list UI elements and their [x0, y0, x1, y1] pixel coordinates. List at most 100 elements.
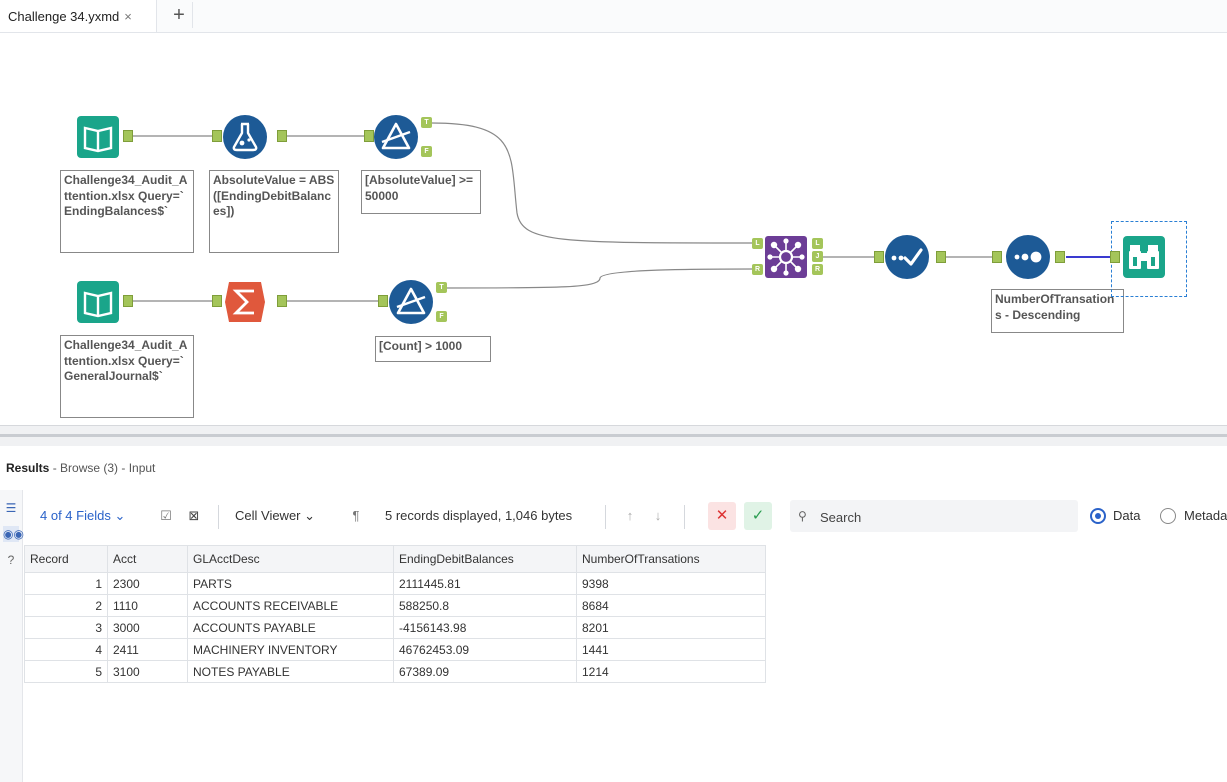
table-cell[interactable]: MACHINERY INVENTORY [187, 638, 394, 661]
tab-title: Challenge 34.yxmd [8, 8, 120, 24]
table-cell[interactable]: 2411 [107, 638, 188, 661]
column-header[interactable]: Acct [107, 545, 188, 573]
table-row[interactable]: 2 1110 ACCOUNTS RECEIVABLE 588250.8 8684 [24, 594, 766, 617]
checkbox-select-icon[interactable]: ☑ [160, 508, 172, 523]
table-cell[interactable]: 2300 [107, 572, 188, 595]
input-anchor[interactable] [378, 295, 388, 307]
filter-triangle-icon [374, 115, 418, 159]
filter-tool-2[interactable] [389, 280, 433, 324]
book-icon [77, 281, 119, 323]
table-cell[interactable]: NOTES PAYABLE [187, 660, 394, 683]
table-header-row: Record Acct GLAcctDesc EndingDebitBalanc… [24, 545, 766, 573]
radio-metadata[interactable] [1160, 508, 1176, 524]
join-left-output-anchor[interactable]: L [812, 238, 823, 249]
tab-challenge-34[interactable]: Challenge 34.yxmd × [0, 0, 157, 32]
join-right-output-anchor[interactable]: R [812, 264, 823, 275]
help-icon[interactable]: ? [7, 553, 15, 567]
sort-dots-icon [1006, 235, 1050, 279]
table-cell[interactable]: 3 [24, 616, 108, 639]
false-anchor[interactable]: F [421, 146, 432, 157]
browse-tool[interactable] [1122, 235, 1166, 279]
list-icon[interactable]: ☰ [5, 501, 17, 515]
arrow-up-icon[interactable]: ↑ [626, 508, 634, 523]
input-anchor[interactable] [212, 130, 222, 142]
input-anchor[interactable] [364, 130, 374, 142]
column-header[interactable]: GLAcctDesc [187, 545, 394, 573]
close-icon[interactable]: ✕ [708, 502, 736, 530]
input-anchor[interactable] [212, 295, 222, 307]
cell-viewer-dropdown[interactable]: Cell Viewer ⌄ [235, 508, 315, 524]
select-tool[interactable] [885, 235, 929, 279]
arrow-down-icon[interactable]: ↓ [654, 508, 662, 523]
connection-filter1-join [431, 122, 753, 244]
output-anchor[interactable] [1055, 251, 1065, 263]
connection-lines [132, 122, 1110, 302]
pane-splitter[interactable] [0, 425, 1227, 446]
input-anchor[interactable] [874, 251, 884, 263]
table-cell[interactable]: 3100 [107, 660, 188, 683]
check-icon[interactable]: ✓ [744, 502, 772, 530]
table-row[interactable]: 3 3000 ACCOUNTS PAYABLE -4156143.98 8201 [24, 616, 766, 639]
table-cell[interactable]: 1214 [576, 660, 766, 683]
table-cell[interactable]: 2 [24, 594, 108, 617]
table-cell[interactable]: ACCOUNTS RECEIVABLE [187, 594, 394, 617]
join-left-input-anchor[interactable]: L [752, 238, 763, 249]
input-anchor[interactable] [1110, 251, 1120, 263]
table-cell[interactable]: ACCOUNTS PAYABLE [187, 616, 394, 639]
radio-data[interactable] [1090, 508, 1106, 524]
output-anchor[interactable] [123, 130, 133, 142]
pilcrow-icon[interactable]: ¶ [352, 508, 360, 523]
true-anchor[interactable]: T [436, 282, 447, 293]
column-header[interactable]: EndingDebitBalances [393, 545, 577, 573]
formula-tool[interactable] [223, 115, 267, 159]
summarize-tool[interactable] [223, 280, 267, 324]
table-cell[interactable]: 2111445.81 [393, 572, 577, 595]
table-cell[interactable]: 67389.09 [393, 660, 577, 683]
table-cell[interactable]: 1110 [107, 594, 188, 617]
table-cell[interactable]: 46762453.09 [393, 638, 577, 661]
table-cell[interactable]: 3000 [107, 616, 188, 639]
table-cell[interactable]: 4 [24, 638, 108, 661]
fields-dropdown[interactable]: 4 of 4 Fields ⌄ [40, 508, 125, 524]
filter-tool-1[interactable] [374, 115, 418, 159]
input-data-tool-1[interactable] [76, 115, 120, 159]
table-row[interactable]: 4 2411 MACHINERY INVENTORY 46762453.09 1… [24, 638, 766, 661]
new-tab-button[interactable]: + [166, 2, 193, 28]
deselect-all-icon[interactable]: ⊠ [188, 508, 200, 523]
fields-label: 4 of 4 Fields [40, 508, 111, 523]
results-table: Record Acct GLAcctDesc EndingDebitBalanc… [24, 545, 766, 683]
table-cell[interactable]: 1441 [576, 638, 766, 661]
input-data-tool-2[interactable] [76, 280, 120, 324]
cell-viewer-label: Cell Viewer [235, 508, 301, 523]
column-header[interactable]: NumberOfTransations [576, 545, 766, 573]
search-box[interactable]: ⚲ [790, 500, 1078, 532]
join-right-input-anchor[interactable]: R [752, 264, 763, 275]
input-anchor[interactable] [992, 251, 1002, 263]
table-row[interactable]: 5 3100 NOTES PAYABLE 67389.09 1214 [24, 660, 766, 683]
column-header[interactable]: Record [24, 545, 108, 573]
join-tool[interactable] [764, 235, 808, 279]
results-sidebar: ☰ ◉◉ ? [0, 490, 24, 782]
tab-close-icon[interactable]: × [124, 8, 132, 24]
join-join-output-anchor[interactable]: J [812, 251, 823, 262]
output-anchor[interactable] [123, 295, 133, 307]
true-anchor[interactable]: T [421, 117, 432, 128]
table-cell[interactable]: PARTS [187, 572, 394, 595]
results-subtitle: - Browse (3) - Input [49, 461, 156, 475]
false-anchor[interactable]: F [436, 311, 447, 322]
output-anchor[interactable] [277, 130, 287, 142]
sort-tool[interactable] [1006, 235, 1050, 279]
table-row[interactable]: 1 2300 PARTS 2111445.81 9398 [24, 572, 766, 595]
table-cell[interactable]: -4156143.98 [393, 616, 577, 639]
table-cell[interactable]: 1 [24, 572, 108, 595]
workflow-canvas[interactable]: Challenge34_Audit_Attention.xlsx Query=`… [0, 33, 1227, 425]
table-cell[interactable]: 8684 [576, 594, 766, 617]
table-cell[interactable]: 5 [24, 660, 108, 683]
binoculars-icon[interactable]: ◉◉ [3, 526, 24, 542]
search-input[interactable] [818, 507, 1072, 527]
table-cell[interactable]: 588250.8 [393, 594, 577, 617]
table-cell[interactable]: 8201 [576, 616, 766, 639]
output-anchor[interactable] [936, 251, 946, 263]
table-cell[interactable]: 9398 [576, 572, 766, 595]
output-anchor[interactable] [277, 295, 287, 307]
